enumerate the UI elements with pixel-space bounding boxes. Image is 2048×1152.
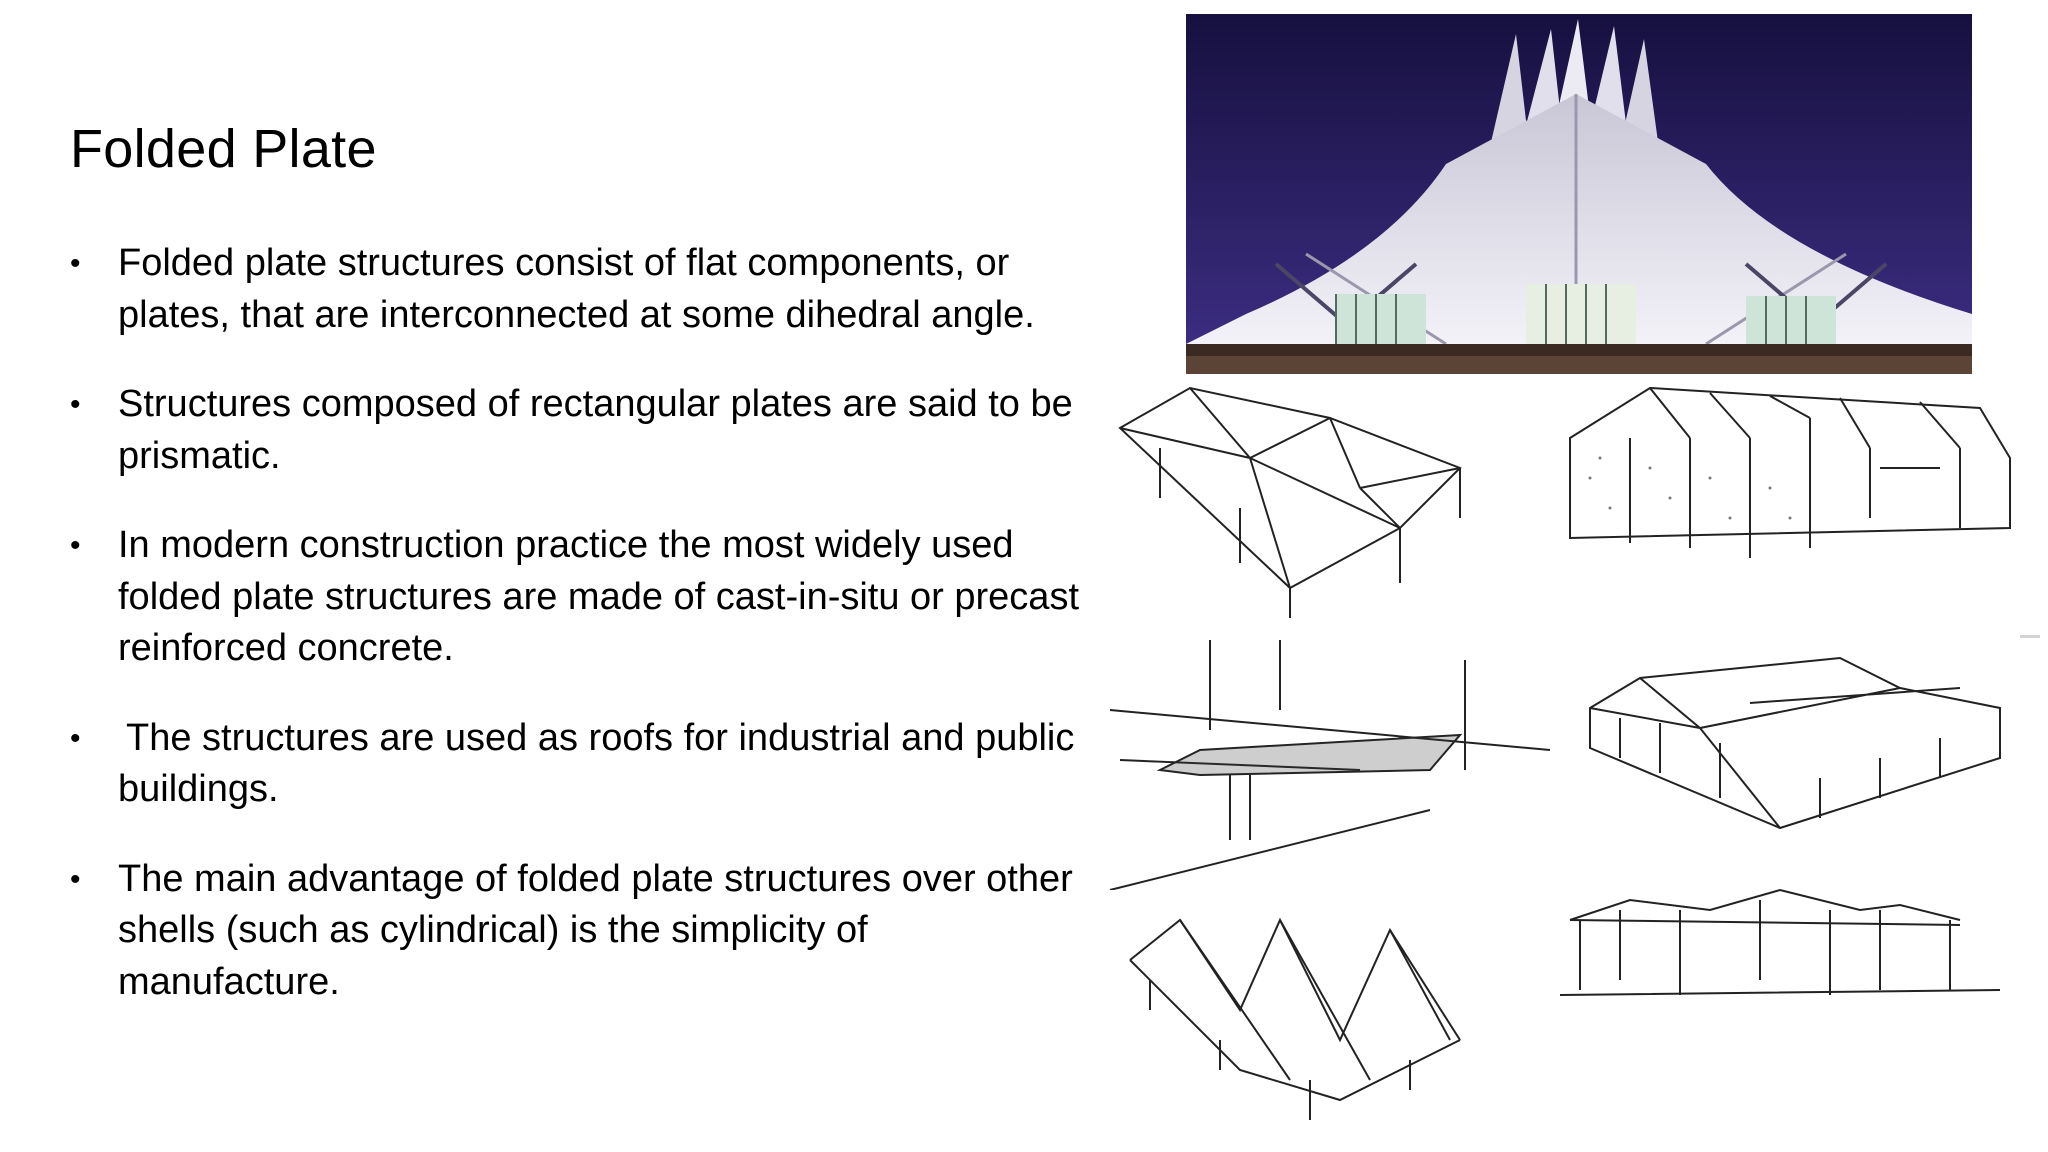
prismatic-folded-roof-sketch — [1589, 656, 2001, 830]
bullet-icon: • — [70, 247, 81, 280]
bullet-text: Structures composed of rectangular plate… — [118, 383, 1073, 477]
bullet-icon: • — [70, 529, 81, 562]
single-folded-canopy-sketch — [1109, 640, 1551, 890]
bullet-item: • The structures are used as roofs for i… — [70, 713, 1090, 816]
bullet-item: • Folded plate structures consist of fla… — [70, 238, 1090, 341]
bullet-text: The main advantage of folded plate struc… — [118, 857, 1073, 1003]
folded-plate-pavilion-photo — [1186, 14, 1972, 374]
bullet-item: • In modern construction practice the mo… — [70, 520, 1090, 675]
bullet-text: Folded plate structures consist of flat … — [118, 242, 1035, 336]
slide-title: Folded Plate — [70, 119, 377, 179]
folded-plate-hall-sketch — [1569, 386, 2011, 558]
bullet-text: The structures are used as roofs for ind… — [118, 716, 1075, 811]
bullet-icon: • — [70, 862, 81, 896]
bullet-icon: • — [70, 388, 81, 421]
sawtooth-folded-roof-sketch — [1129, 917, 1461, 1120]
bullet-item: • Structures composed of rectangular pla… — [70, 379, 1090, 482]
slide-edge-mark — [2020, 635, 2040, 638]
bullet-item: • The main advantage of folded plate str… — [70, 854, 1090, 1009]
bullet-text: In modern construction practice the most… — [118, 524, 1080, 669]
folded-frame-structure-sketch — [1560, 888, 2001, 996]
bullet-icon: • — [70, 721, 81, 755]
bullet-list: • Folded plate structures consist of fla… — [70, 238, 1090, 1046]
pyramidal-folded-roof-sketch — [1118, 386, 1462, 618]
